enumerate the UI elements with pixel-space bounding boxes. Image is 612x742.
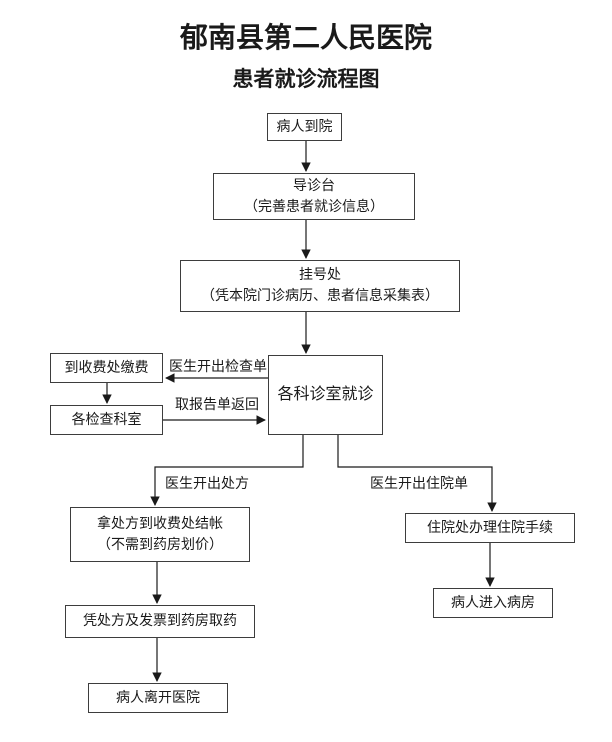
node-exam-departments: 各检查科室 (50, 405, 163, 435)
node-label-line2: （完善患者就诊信息） (244, 199, 384, 215)
edge-label-prescription: 医生开出处方 (165, 477, 249, 492)
node-label: 凭处方及发票到药房取药 (83, 614, 237, 629)
node-label: 病人离开医院 (116, 690, 200, 706)
node-label: 病人到院 (276, 119, 333, 135)
node-pharmacy-pickup: 凭处方及发票到药房取药 (65, 605, 255, 638)
edge-label-report-return: 取报告单返回 (175, 398, 259, 413)
node-admission-office: 住院处办理住院手续 (405, 513, 575, 543)
node-patient-arrives: 病人到院 (267, 113, 342, 141)
node-pay-fee: 到收费处缴费 (50, 353, 163, 383)
node-label-line1: 拿处方到收费处结帐 (97, 516, 223, 532)
edge-label-exam-order: 医生开出检查单 (169, 360, 267, 375)
node-label: 病人进入病房 (451, 595, 535, 611)
node-registration: 挂号处 （凭本院门诊病历、患者信息采集表） (180, 260, 460, 312)
node-settle-bill: 拿处方到收费处结帐 （不需到药房划价） (70, 507, 250, 562)
connector-clinic-to-settle (150, 435, 304, 506)
node-label-line2: （凭本院门诊病历、患者信息采集表） (201, 289, 439, 304)
node-enter-ward: 病人进入病房 (433, 588, 553, 618)
node-label-line1: 挂号处 (299, 268, 341, 283)
edge-label-admission-order: 医生开出住院单 (370, 477, 468, 492)
connector-clinic-to-admission (337, 435, 497, 512)
page-title: 郁南县第二人民医院 (179, 23, 432, 54)
node-label-line1: 导诊台 (293, 178, 335, 194)
node-label: 各检查科室 (71, 412, 142, 428)
node-clinic-visit: 各科诊室就诊 (268, 355, 383, 435)
node-label: 各科诊室就诊 (277, 386, 374, 403)
node-guide-desk: 导诊台 （完善患者就诊信息） (213, 173, 415, 220)
page-subtitle: 患者就诊流程图 (232, 67, 380, 91)
node-patient-leaves: 病人离开医院 (88, 683, 228, 713)
node-label: 到收费处缴费 (64, 360, 149, 376)
node-label-line2: （不需到药房划价） (97, 537, 223, 553)
node-label: 住院处办理住院手续 (427, 520, 553, 536)
